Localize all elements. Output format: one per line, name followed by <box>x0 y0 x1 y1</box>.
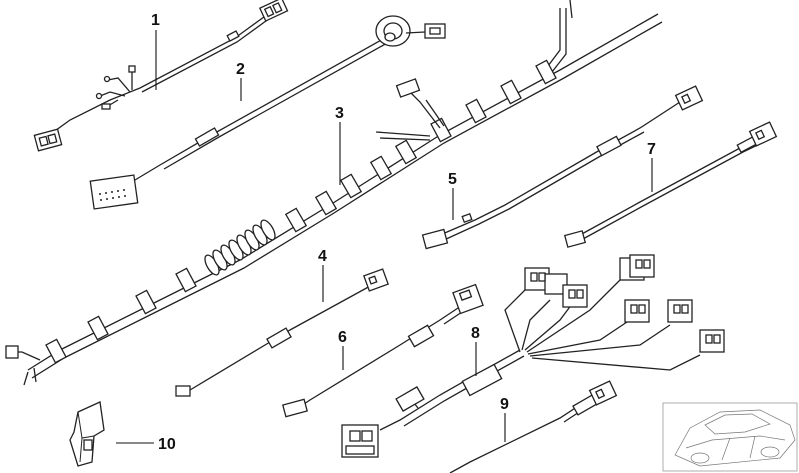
callout-6: 6 <box>338 329 347 346</box>
part-10-connector-holder[interactable] <box>69 401 105 467</box>
part-5-wiring-lead[interactable] <box>421 85 704 250</box>
part-6-wiring-lead[interactable] <box>282 283 484 418</box>
callout-9: 9 <box>500 396 509 413</box>
part-8-branch-harness[interactable] <box>341 254 725 458</box>
callout-8: 8 <box>471 325 480 342</box>
part-4-wiring-lead[interactable] <box>175 268 389 397</box>
callout-leader-lines <box>116 30 653 444</box>
vehicle-location-thumbnail <box>662 402 798 472</box>
callout-10: 10 <box>158 436 176 453</box>
callout-7: 7 <box>647 141 656 158</box>
part-9-wiring-lead[interactable] <box>449 380 618 473</box>
callout-2: 2 <box>236 61 245 78</box>
callout-1: 1 <box>151 12 160 29</box>
part-2-cable-with-grommet[interactable] <box>89 15 446 210</box>
callout-3: 3 <box>335 105 344 122</box>
callout-5: 5 <box>448 171 457 188</box>
part-1-wiring-harness[interactable] <box>33 0 289 152</box>
callout-4: 4 <box>318 248 327 265</box>
callout-numbers: 1 2 3 4 5 6 7 8 9 10 <box>151 12 656 453</box>
part-7-wiring-lead[interactable] <box>563 121 778 248</box>
part-3-main-wiring-loom[interactable] <box>5 0 663 386</box>
